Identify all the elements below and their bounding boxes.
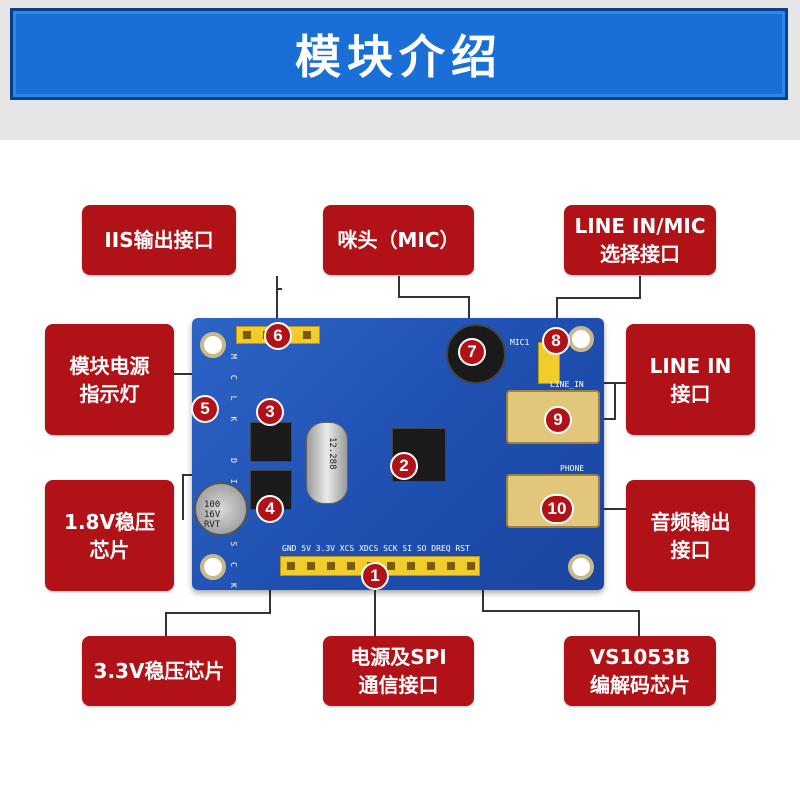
mounting-hole [200, 332, 226, 358]
label-line-mic-select-line1: LINE IN/MIC [574, 214, 706, 238]
label-line-mic-select-line2: 选择接口 [600, 242, 680, 266]
label-line-in-line1: LINE IN [649, 353, 732, 378]
crystal-label: 12.288 [327, 437, 337, 470]
label-microphone: 咪头（MIC） [323, 205, 474, 275]
badge-3: 3 [256, 398, 284, 426]
bottom-pin-labels: GND 5V 3.3V XCS XDCS SCK SI SO DREQ RST [282, 544, 470, 553]
badge-5: 5 [191, 395, 219, 423]
leader-line [639, 276, 641, 298]
mounting-hole [568, 554, 594, 580]
mounting-hole [568, 326, 594, 352]
leader-line [276, 276, 278, 322]
leader-line [556, 297, 641, 299]
mic1-mark: MIC1 [510, 338, 530, 347]
label-power-indicator: 模块电源 指示灯 [45, 324, 174, 435]
badge-7: 7 [458, 338, 486, 366]
badge-6: 6 [264, 322, 292, 350]
label-power-spi: 电源及SPI 通信接口 [323, 636, 474, 706]
title-banner: 模块介绍 [10, 8, 788, 100]
label-1v8-regulator-line2: 芯片 [89, 537, 130, 562]
leader-line [398, 276, 400, 298]
label-power-indicator-line2: 指示灯 [79, 381, 140, 406]
line-in-mark: LINE_IN [550, 380, 584, 389]
label-vs1053b-codec: VS1053B 编解码芯片 [564, 636, 716, 706]
electrolytic-capacitor: 100 16V RVT [194, 482, 248, 536]
mounting-hole [200, 554, 226, 580]
label-line-in-line2: 接口 [670, 381, 711, 406]
badge-9: 9 [544, 406, 572, 434]
badge-4: 4 [256, 495, 284, 523]
crystal-oscillator: 12.288 [306, 422, 348, 504]
badge-2: 2 [390, 452, 418, 480]
label-vs1053b-codec-line1: VS1053B [589, 645, 691, 669]
badge-1: 1 [361, 562, 389, 590]
badge-8: 8 [542, 327, 570, 355]
capacitor-label: 100 16V RVT [204, 500, 221, 530]
label-audio-output-line2: 接口 [670, 537, 711, 562]
leader-line [468, 296, 470, 336]
leader-line [374, 584, 376, 638]
label-microphone-line1: 咪头（MIC） [337, 228, 460, 252]
label-3v3-regulator-line1: 3.3V稳压芯片 [93, 659, 225, 683]
label-1v8-regulator-line1: 1.8V稳压 [64, 509, 155, 534]
label-iis-output-line1: IIS输出接口 [104, 228, 214, 252]
leader-line [165, 612, 271, 614]
label-power-spi-line1: 电源及SPI [350, 645, 447, 669]
label-audio-output-line1: 音频输出 [650, 509, 731, 534]
label-power-spi-line2: 通信接口 [358, 673, 439, 697]
leader-line [614, 382, 616, 420]
label-vs1053b-codec-line2: 编解码芯片 [590, 673, 690, 697]
label-iis-output: IIS输出接口 [82, 205, 236, 275]
label-power-indicator-line1: 模块电源 [69, 353, 150, 378]
label-audio-output: 音频输出 接口 [626, 480, 755, 591]
label-line-in: LINE IN 接口 [626, 324, 755, 435]
leader-line [276, 288, 282, 290]
leader-line [182, 474, 184, 520]
regulator-3v3 [250, 422, 292, 462]
label-line-mic-select: LINE IN/MIC 选择接口 [564, 205, 716, 275]
page-title: 模块介绍 [295, 30, 503, 84]
leader-line [556, 297, 558, 327]
badge-10: 10 [540, 494, 574, 524]
leader-line [638, 610, 640, 636]
header-area: 模块介绍 [0, 0, 800, 140]
leader-line [482, 610, 640, 612]
leader-line [165, 612, 167, 636]
phone-mark: PHONE [560, 464, 585, 473]
leader-line [398, 296, 468, 298]
label-1v8-regulator: 1.8V稳压 芯片 [45, 480, 174, 591]
label-3v3-regulator: 3.3V稳压芯片 [82, 636, 236, 706]
